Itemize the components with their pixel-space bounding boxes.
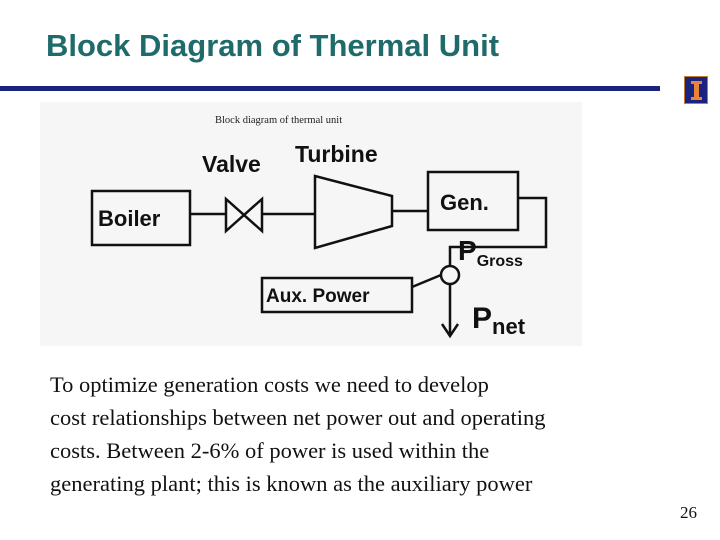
valve-symbol	[224, 196, 264, 234]
body-paragraph: To optimize generation costs we need to …	[50, 368, 690, 500]
turbine-symbol	[313, 174, 394, 250]
p-gross-label: PGross	[458, 235, 523, 270]
turbine-label: Turbine	[295, 141, 378, 167]
university-logo	[684, 76, 708, 104]
body-line: generating plant; this is known as the a…	[50, 471, 533, 496]
generator-label: Gen.	[440, 190, 489, 215]
page-number: 26	[680, 503, 697, 522]
body-line: cost relationships between net power out…	[50, 405, 546, 430]
generator-block	[426, 170, 520, 232]
body-line: costs. Between 2-6% of power is used wit…	[50, 438, 490, 463]
title-divider	[0, 86, 660, 91]
thermal-unit-block-diagram: Block diagram of thermal unit Boiler Val…	[40, 102, 582, 346]
boiler-label: Boiler	[98, 206, 161, 231]
aux-power-label: Aux. Power	[266, 286, 370, 307]
valve-label: Valve	[202, 151, 261, 177]
diagram-caption: Block diagram of thermal unit	[215, 115, 342, 126]
boiler-block	[90, 189, 192, 247]
p-net-label: Pnet	[472, 302, 526, 339]
split-node	[439, 264, 461, 286]
slide-title: Block Diagram of Thermal Unit	[46, 28, 500, 63]
body-line: To optimize generation costs we need to …	[50, 372, 489, 397]
aux-power-block	[260, 276, 414, 314]
